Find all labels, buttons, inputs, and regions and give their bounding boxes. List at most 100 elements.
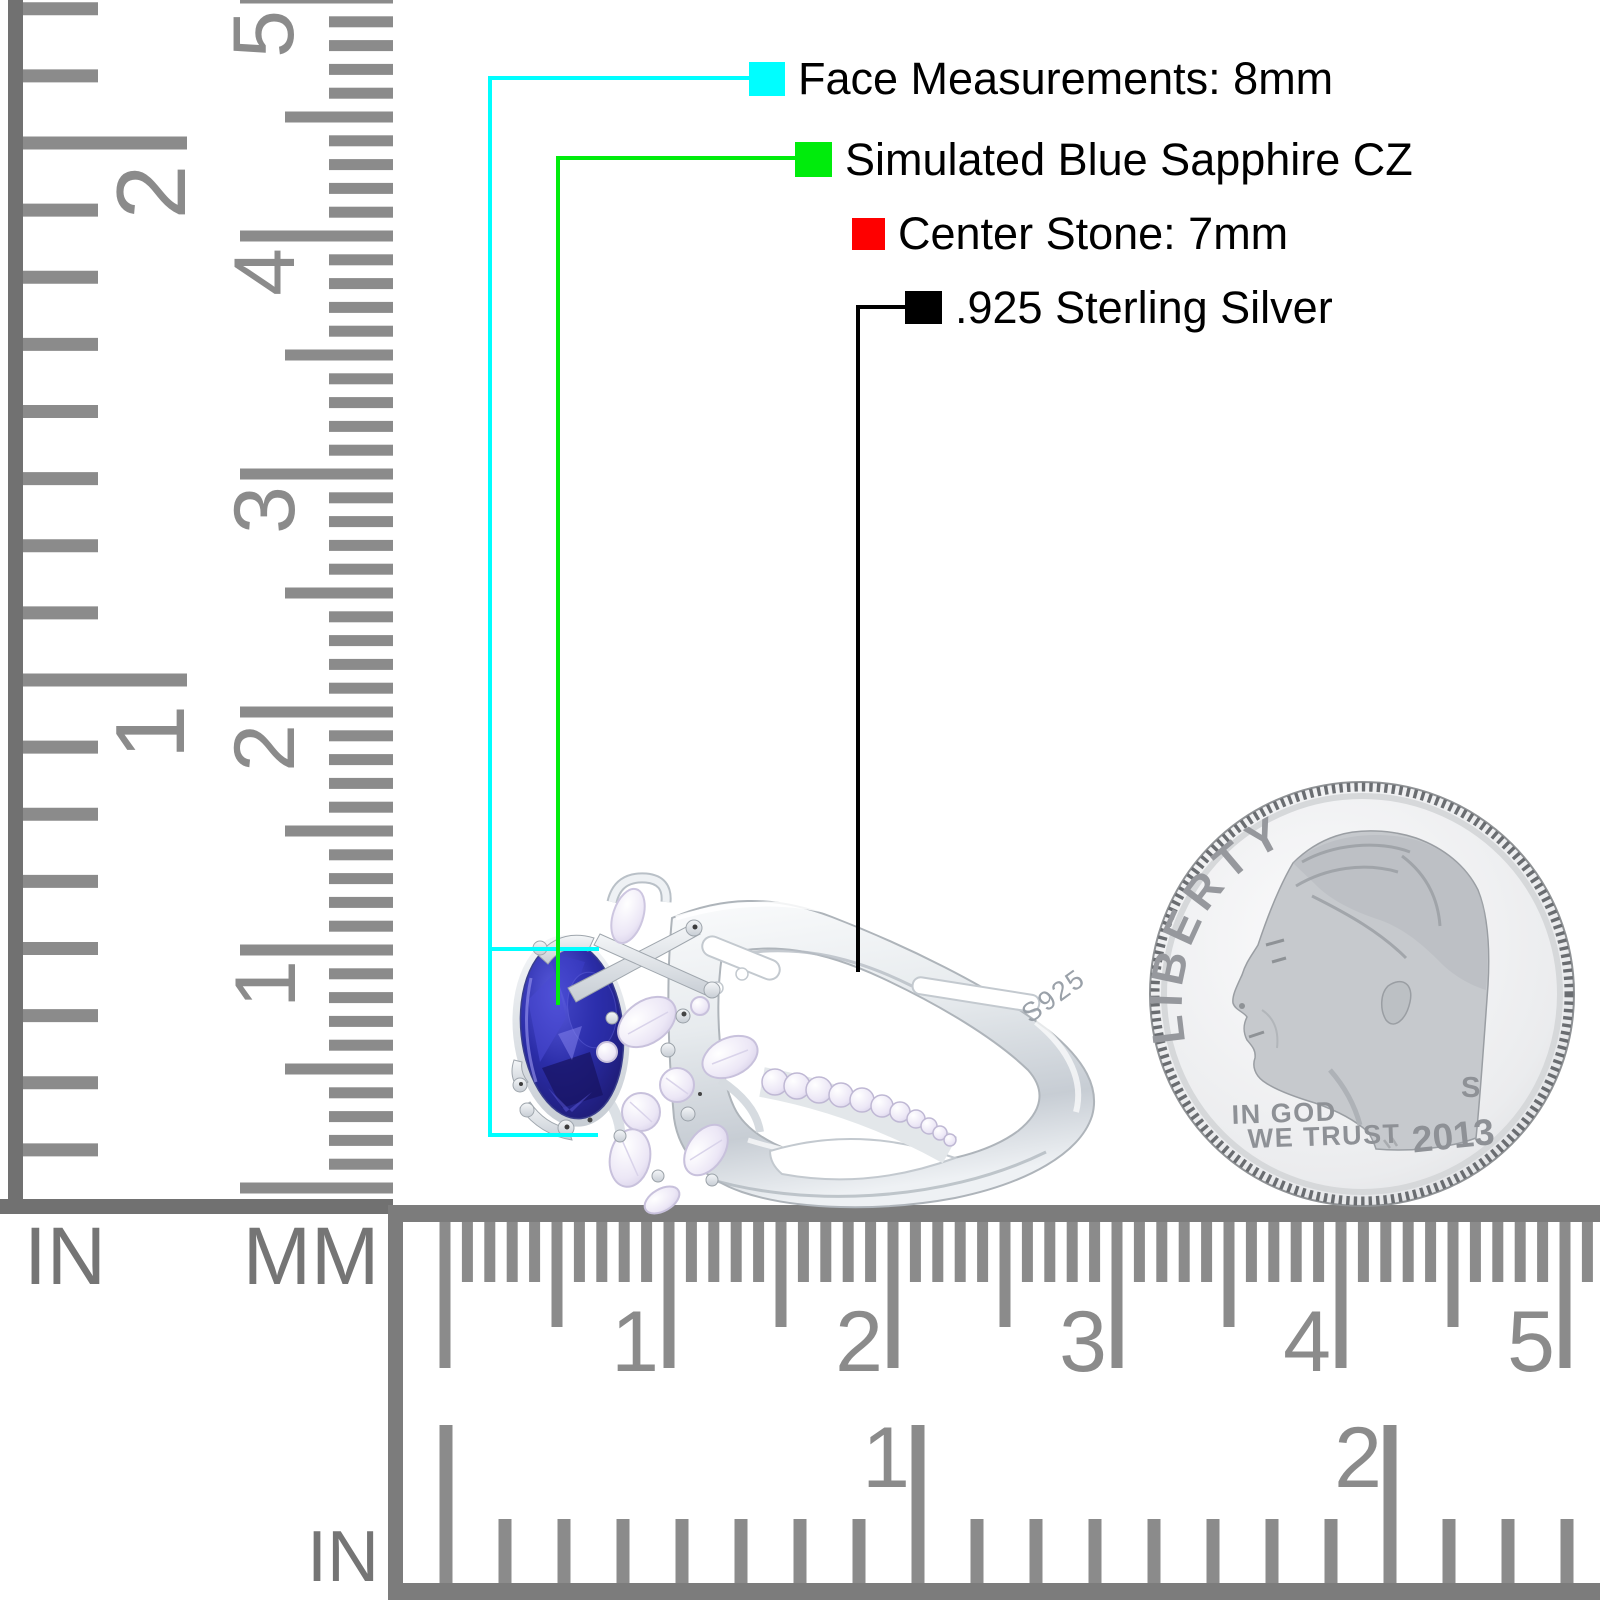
ruler-tick [22, 270, 98, 284]
prong-curl [608, 874, 670, 903]
ruler-tick [329, 920, 393, 932]
ruler-tick [240, 0, 393, 4]
ruler-tick [970, 1519, 984, 1583]
ruler-tick [240, 944, 393, 956]
cyan-legend-swatch [749, 61, 785, 96]
ruler-tick [329, 1015, 393, 1027]
band-left-slot [701, 935, 781, 981]
bead-pores [587, 1011, 702, 1123]
split-shank-slot [768, 1138, 958, 1181]
left-ruler-inch-1: 1 [95, 705, 205, 760]
ruler-tick [1133, 1222, 1145, 1282]
ruler-tick [329, 135, 393, 147]
ruler-tick [240, 706, 393, 718]
ruler-tick [1206, 1519, 1220, 1583]
ruler-tick [329, 849, 393, 861]
ruler-tick [22, 2, 98, 16]
bottom-ruler-cm-2: 2 [835, 1294, 883, 1390]
ruler-tick [842, 1222, 854, 1282]
ruler-tick [329, 1158, 393, 1170]
ruler-tick [797, 1222, 809, 1282]
bottom-ruler-inch-1: 1 [862, 1410, 910, 1506]
left-ruler: 1 2 1 2 3 4 5 IN MM [0, 0, 393, 1302]
ruler-tick [1380, 1222, 1392, 1282]
ruler-tick [329, 754, 393, 766]
gallery-wire-2 [717, 1076, 764, 1133]
ruler-tick [775, 1222, 787, 1327]
ruler-tick [1425, 1222, 1437, 1282]
ruler-tick [484, 1222, 496, 1282]
hallmark-stamp: S925 [1016, 963, 1091, 1029]
reeded-edge [1150, 782, 1574, 1206]
left-ruler-mm-ticks [240, 0, 393, 1194]
ruler-tick [1044, 1222, 1056, 1282]
ruler-tick [852, 1519, 866, 1583]
ruler-tick [22, 1009, 98, 1023]
ruler-tick [1029, 1519, 1043, 1583]
dime-coin: LIBERTY IN GOD WE TRUST 2013 S [1139, 781, 1575, 1207]
ruler-tick [329, 444, 393, 456]
ruler-tick [1357, 1222, 1369, 1282]
sapphire-callout-line-horizontal [556, 156, 795, 160]
ruler-tick [329, 301, 393, 313]
ruler-tick [329, 16, 393, 28]
ruler-tick [793, 1519, 807, 1583]
ruler-tick [1469, 1222, 1481, 1282]
band-right-slot [911, 976, 1041, 1013]
left-ruler-edge [8, 0, 23, 1214]
ruler-tick [329, 873, 393, 885]
ruler-tick [329, 206, 393, 218]
ruler-tick [22, 405, 98, 418]
face-bracket-top-tick [488, 947, 599, 951]
red-legend-swatch [852, 217, 885, 250]
ruler-tick [22, 942, 98, 955]
face-bracket-bottom-tick [488, 1133, 598, 1137]
left-ruler-mm-unit-label: MM [243, 1211, 380, 1302]
ruler-tick [461, 1222, 473, 1282]
ruler-tick [1088, 1519, 1102, 1583]
bottom-ruler-cm-1: 1 [611, 1294, 659, 1390]
ruler-tick [753, 1222, 765, 1282]
annotation-label: Center Stone: 7mm [898, 208, 1289, 259]
ruler-tick [932, 1222, 944, 1282]
ruler-tick [1147, 1519, 1161, 1583]
ruler-tick [1290, 1222, 1302, 1282]
ruler-tick [329, 992, 393, 1004]
bottom-ruler-inch-ticks [439, 1425, 1574, 1583]
annotation-label: Simulated Blue Sapphire CZ [845, 134, 1413, 185]
ruler-tick [329, 516, 393, 528]
ruler-tick [329, 40, 393, 52]
annotation-label: Face Measurements: 8mm [798, 53, 1334, 104]
left-ruler-inch-2: 2 [96, 165, 206, 220]
portrait-nostril [1239, 1003, 1245, 1009]
ruler-tick [865, 1222, 877, 1282]
ruler-tick [329, 635, 393, 647]
green-legend-swatch [795, 142, 832, 177]
bottom-ruler-cm-3: 3 [1059, 1294, 1107, 1390]
ruler-tick [1335, 1222, 1347, 1368]
ruler-tick [329, 63, 393, 75]
ruler-tick [1265, 1519, 1279, 1583]
ruler-tick [22, 807, 98, 821]
ruler-tick [1201, 1222, 1213, 1282]
ruler-tick [1245, 1222, 1257, 1282]
coin-motto-line1: IN GOD [1231, 1096, 1337, 1130]
ruler-tick [641, 1222, 653, 1282]
ruler-tick [285, 111, 393, 123]
cluster-facet-lines [621, 1011, 749, 1177]
ruler-tick [1178, 1222, 1190, 1282]
band-right-highlight [1034, 1019, 1082, 1113]
ruler-tick [911, 1425, 925, 1583]
ruler-tick [22, 1076, 98, 1090]
annotation-sapphire-cz: Simulated Blue Sapphire CZ [795, 137, 1413, 182]
ruler-tick [22, 673, 187, 687]
ruler-tick [439, 1425, 453, 1583]
ruler-tick [708, 1222, 720, 1282]
ruler-tick [329, 278, 393, 290]
ruler-tick [529, 1222, 541, 1282]
ruler-tick [329, 1039, 393, 1051]
ruler-tick [329, 87, 393, 99]
ruler-tick [734, 1519, 748, 1583]
